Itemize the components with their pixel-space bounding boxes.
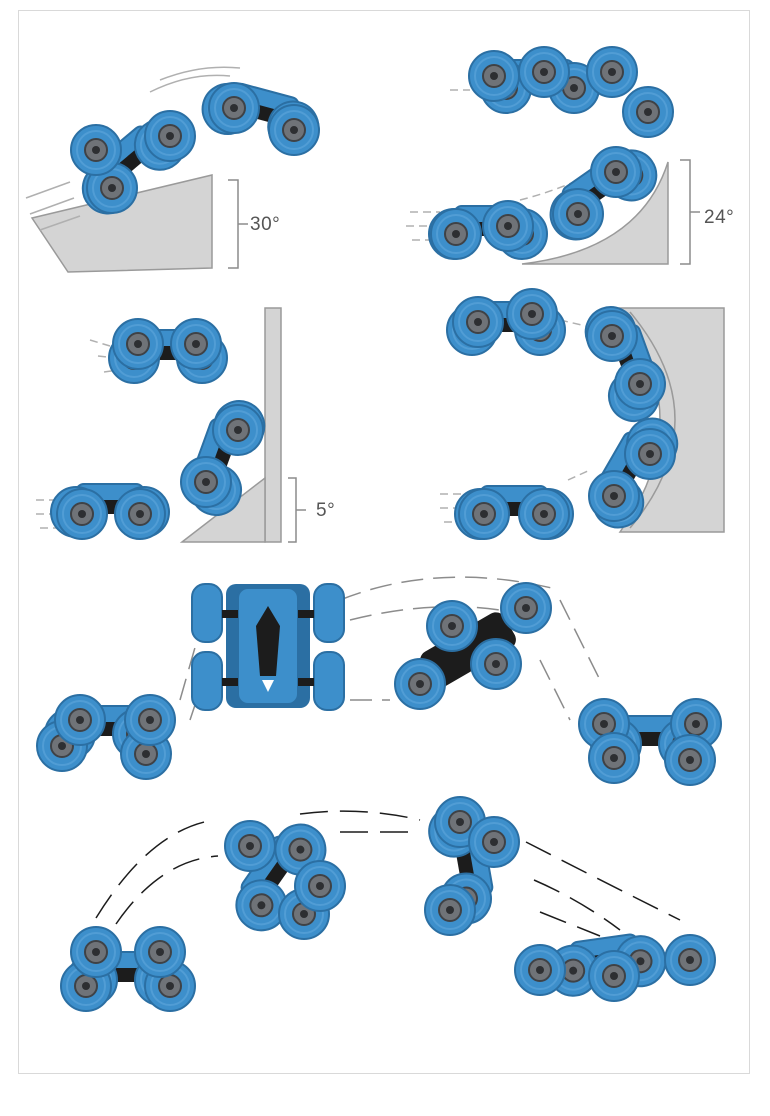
angle-label-24: 24° <box>704 207 734 228</box>
car-top-view <box>191 583 345 711</box>
panel-incline-ramp <box>25 66 325 273</box>
panel-flip-sequence <box>36 576 722 786</box>
vertical-wall <box>264 307 282 543</box>
angle-bracket <box>288 477 297 543</box>
curved-ramp <box>521 161 669 265</box>
angle-label-5: 5° <box>316 500 335 521</box>
angle-bracket <box>680 159 691 265</box>
angle-label-30: 30° <box>250 214 280 235</box>
angle-bracket <box>228 179 239 269</box>
motion-lines <box>95 810 681 937</box>
car-tilted-rollover <box>420 612 516 688</box>
incline-ramp <box>30 174 213 273</box>
panel-curved-ramp <box>406 46 700 265</box>
panel-half-pipe <box>440 288 725 540</box>
image-frame <box>18 10 750 1074</box>
panel-vertical-wall <box>36 307 306 543</box>
motion-lines <box>25 66 241 231</box>
panel-arc-flip-sequence <box>60 796 716 1012</box>
